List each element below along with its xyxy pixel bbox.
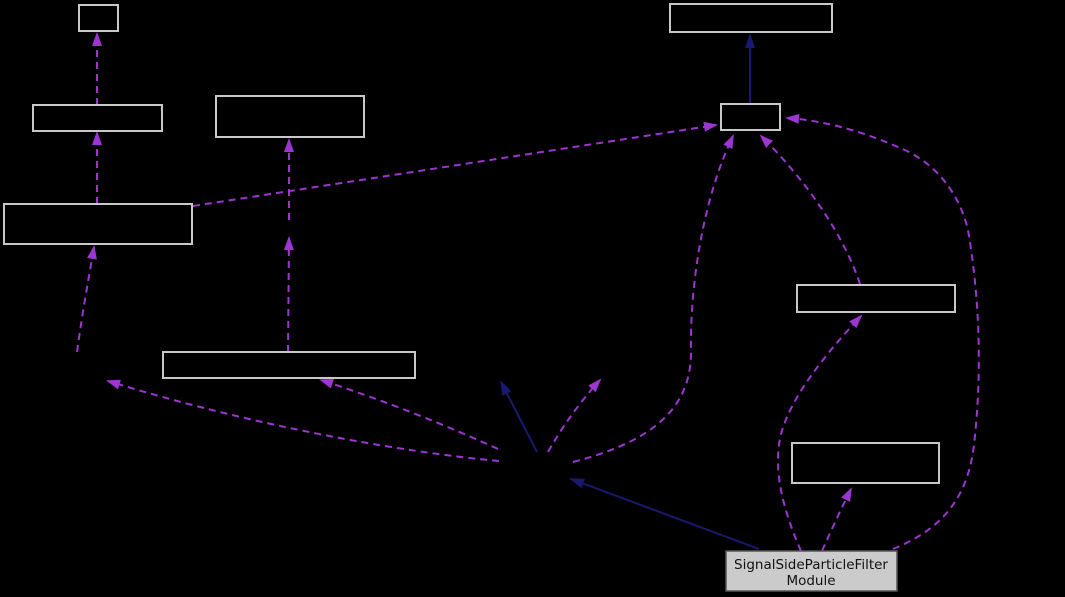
usage-edge-left-mid-to-center-small	[192, 121, 718, 207]
class-node-mid-upper[interactable]	[215, 95, 365, 138]
module-label-line2: Module	[786, 573, 835, 589]
module-node[interactable]	[725, 550, 898, 592]
usage-edge-midlower-to-hidden-mid	[283, 236, 294, 353]
class-node-top-left-small[interactable]	[78, 4, 119, 32]
module-label-line1: SignalSideParticleFilter	[734, 557, 888, 573]
edges-layer	[76, 32, 980, 552]
class-node-right-lower[interactable]	[791, 442, 940, 484]
nodes-layer	[3, 3, 956, 592]
usage-edge-hidden-to-left-mid	[76, 245, 97, 353]
usage-edge-hub-to-hidden-left	[106, 379, 500, 462]
class-node-right-middle[interactable]	[796, 284, 956, 313]
class-node-left-middle[interactable]	[3, 203, 193, 245]
usage-edge-hub-to-center-small	[572, 134, 734, 463]
usage-edge-right-mid-to-center-small	[759, 134, 861, 285]
labels-layer: SignalSideParticleFilter Module	[734, 557, 888, 589]
usage-edge-hub-to-mid-lower	[319, 378, 499, 450]
inheritance-edge-hub-to-hidden-upper	[500, 380, 538, 453]
usage-edge-module-to-right-lower	[821, 487, 852, 552]
inheritance-edge-module-to-hub	[569, 478, 760, 550]
usage-edge-hub-to-hidden-right	[547, 378, 602, 453]
class-node-left-upper[interactable]	[32, 104, 163, 132]
usage-edge-module-arc-to-center-small	[785, 113, 980, 550]
class-node-top-right-wide[interactable]	[669, 3, 833, 33]
class-node-mid-lower-wide[interactable]	[162, 351, 416, 379]
class-node-center-small[interactable]	[720, 103, 781, 131]
usage-edge-module-to-right-mid	[776, 314, 863, 552]
